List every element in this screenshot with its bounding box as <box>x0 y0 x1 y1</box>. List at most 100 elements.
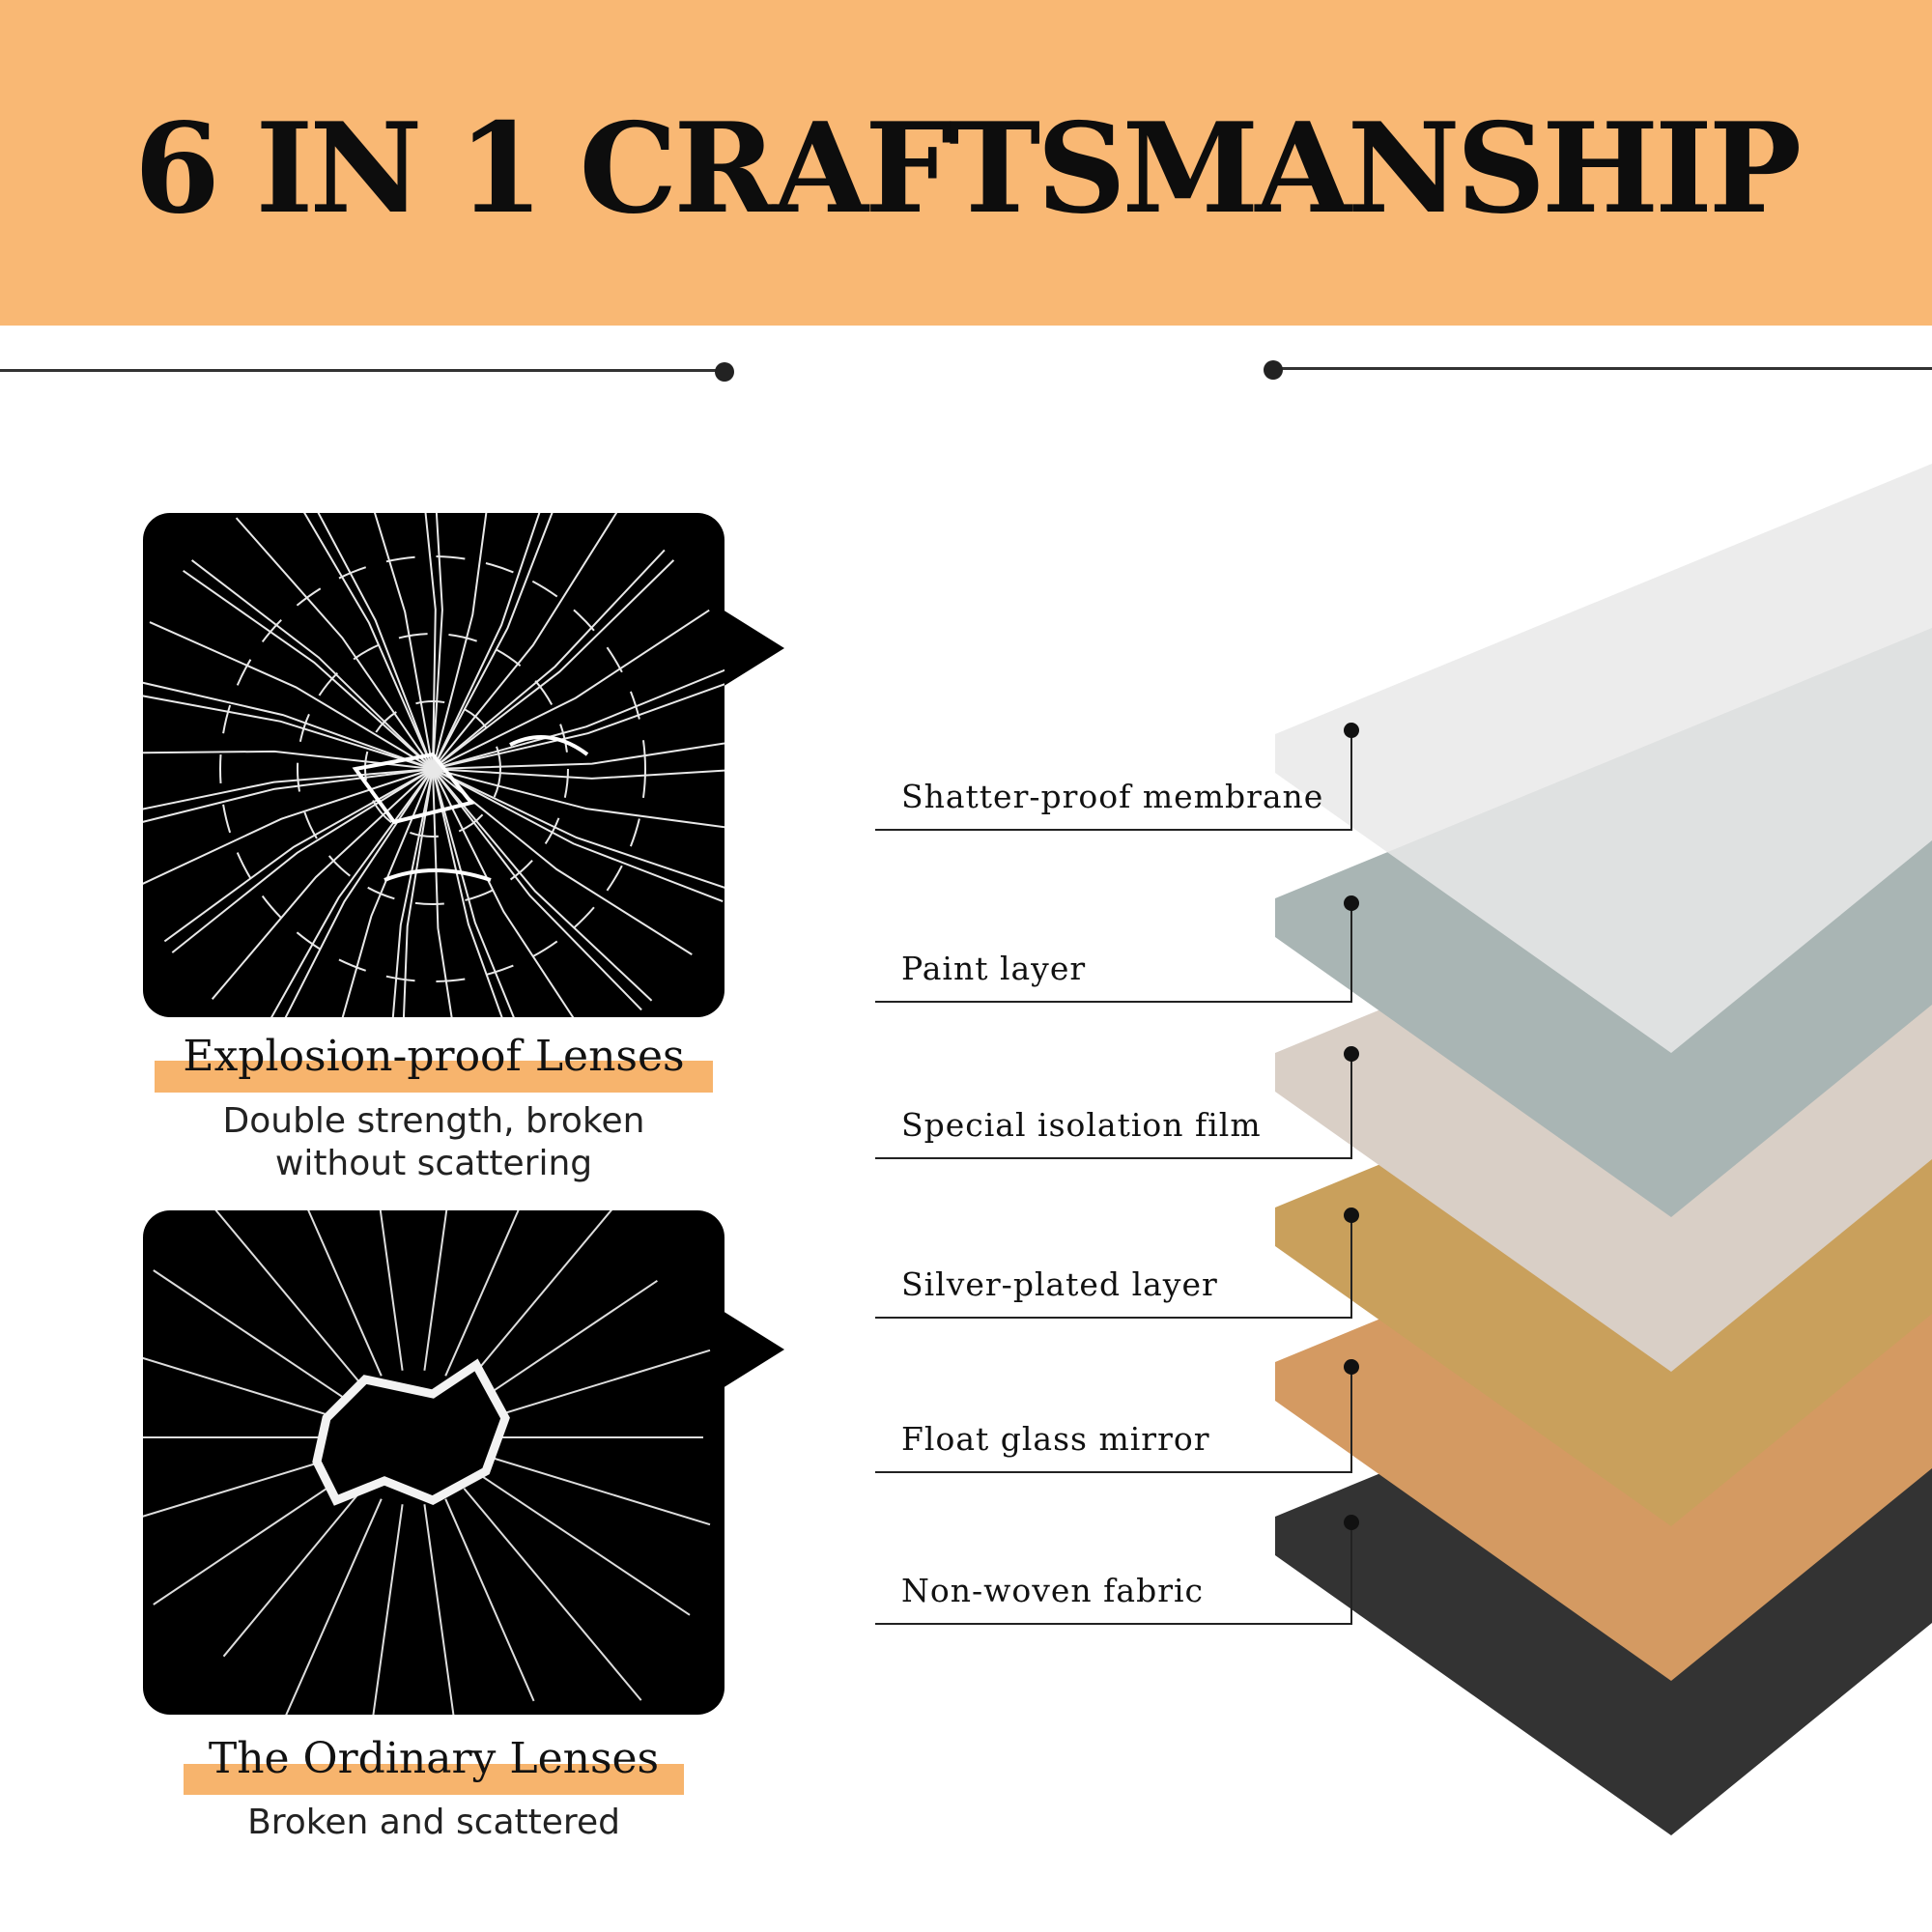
leader-line <box>1350 1215 1352 1317</box>
leader-dot <box>1344 723 1359 738</box>
crack-line <box>463 1488 642 1701</box>
crack-line <box>211 768 434 1000</box>
layer-label: Paint layer <box>901 950 1087 987</box>
crack-line <box>303 513 434 770</box>
leader-line <box>875 1623 1352 1625</box>
crack-line <box>379 1210 404 1371</box>
layer-label: Special isolation film <box>901 1106 1262 1144</box>
explosion-proof-subtitle-line-1: Double strength, broken <box>222 1101 645 1141</box>
leader-line <box>1350 903 1352 1001</box>
leader-line <box>875 1471 1352 1473</box>
left-divider <box>0 369 723 372</box>
right-divider-dot <box>1264 360 1283 380</box>
leader-dot <box>1344 1515 1359 1530</box>
crack-line <box>432 768 503 1017</box>
crack-line <box>432 559 675 770</box>
crack-line <box>432 668 724 770</box>
explosion-proof-highlight <box>155 1061 713 1093</box>
leader-dot <box>1344 1046 1359 1062</box>
left-divider-dot <box>715 362 734 382</box>
leader-line <box>1350 1522 1352 1623</box>
layer-stack-illustration <box>1275 464 1932 1835</box>
crack-line <box>153 1472 350 1605</box>
crack-line <box>432 513 488 770</box>
crack-line <box>432 683 724 770</box>
crack-line <box>214 1210 364 1387</box>
crack-line <box>143 1455 340 1518</box>
crack-line <box>143 768 434 823</box>
leader-line <box>1350 730 1352 829</box>
crack-line <box>432 513 554 770</box>
crack-line <box>423 1210 448 1371</box>
leader-line <box>875 1157 1352 1159</box>
crack-line <box>432 768 724 829</box>
crack-line <box>432 768 515 1017</box>
layer-label: Silver-plated layer <box>901 1265 1218 1303</box>
crack-line <box>143 695 434 770</box>
crack-line <box>487 1455 711 1526</box>
leader-dot <box>1344 1359 1359 1375</box>
crack-line <box>487 1349 711 1420</box>
crack-line <box>444 1498 535 1702</box>
explosion-proof-title: Explosion-proof Lenses <box>183 1032 685 1081</box>
crack-line <box>423 1504 455 1715</box>
crack-line <box>432 768 724 780</box>
crack-line <box>477 1472 691 1616</box>
crack-line <box>317 513 434 770</box>
crack-ring <box>219 555 646 982</box>
leader-line <box>875 1001 1352 1003</box>
crack-line <box>402 768 434 1017</box>
page-title: 6 IN 1 CRAFTSMANSHIP <box>133 97 1802 242</box>
crack-line <box>432 768 724 903</box>
leader-line <box>1350 1367 1352 1471</box>
crack-line <box>432 513 618 770</box>
radial-crack-image <box>143 513 724 1017</box>
ordinary-lens-title: The Ordinary Lenses <box>208 1734 660 1783</box>
ordinary-lens-highlight <box>184 1764 684 1795</box>
leader-dot <box>1344 1208 1359 1223</box>
crack-line <box>432 768 453 1017</box>
crack-ring <box>297 633 569 905</box>
crack-line <box>143 768 434 885</box>
crack-line <box>432 742 724 770</box>
crack-line <box>235 517 434 770</box>
crack-line <box>222 1488 364 1658</box>
crack-line <box>143 768 434 810</box>
layer-label: Float glass mirror <box>901 1420 1210 1458</box>
leader-line <box>1350 1054 1352 1157</box>
crack-line <box>477 1279 658 1403</box>
leader-line <box>875 1317 1352 1319</box>
crack-line <box>391 768 434 1017</box>
hole-crack-image <box>143 1210 711 1715</box>
crack-line <box>432 549 666 770</box>
leader-dot <box>1344 895 1359 911</box>
crack-line <box>143 681 434 770</box>
leader-line <box>875 829 1352 831</box>
crack-line <box>432 768 724 889</box>
crack-line <box>284 768 434 1017</box>
crack-line <box>163 768 434 943</box>
crack-line <box>183 569 434 770</box>
crack-line <box>432 768 693 955</box>
crack-line <box>190 559 434 770</box>
crack-line <box>432 768 575 1017</box>
crack-line <box>153 1269 350 1403</box>
crack-line <box>432 768 653 1002</box>
layer-plate <box>1275 464 1932 1053</box>
header-banner <box>0 0 1932 326</box>
explosion-proof-photo <box>143 513 784 1017</box>
crack-line <box>149 621 434 770</box>
crack-line <box>171 768 434 953</box>
ordinary-lens-subtitle: Broken and scattered <box>247 1803 620 1842</box>
crack-line <box>432 609 710 770</box>
layer-label: Shatter-proof membrane <box>901 778 1324 815</box>
explosion-proof-subtitle-line-2: without scattering <box>274 1144 593 1183</box>
ordinary-lens-photo <box>143 1210 784 1715</box>
crack-line <box>143 1356 340 1420</box>
crack-line <box>285 1498 383 1715</box>
crack-line <box>432 513 541 770</box>
crack-line <box>372 1504 404 1715</box>
layer-label: Non-woven fabric <box>901 1572 1204 1609</box>
crack-line <box>444 1210 520 1377</box>
crack-line <box>373 513 434 770</box>
